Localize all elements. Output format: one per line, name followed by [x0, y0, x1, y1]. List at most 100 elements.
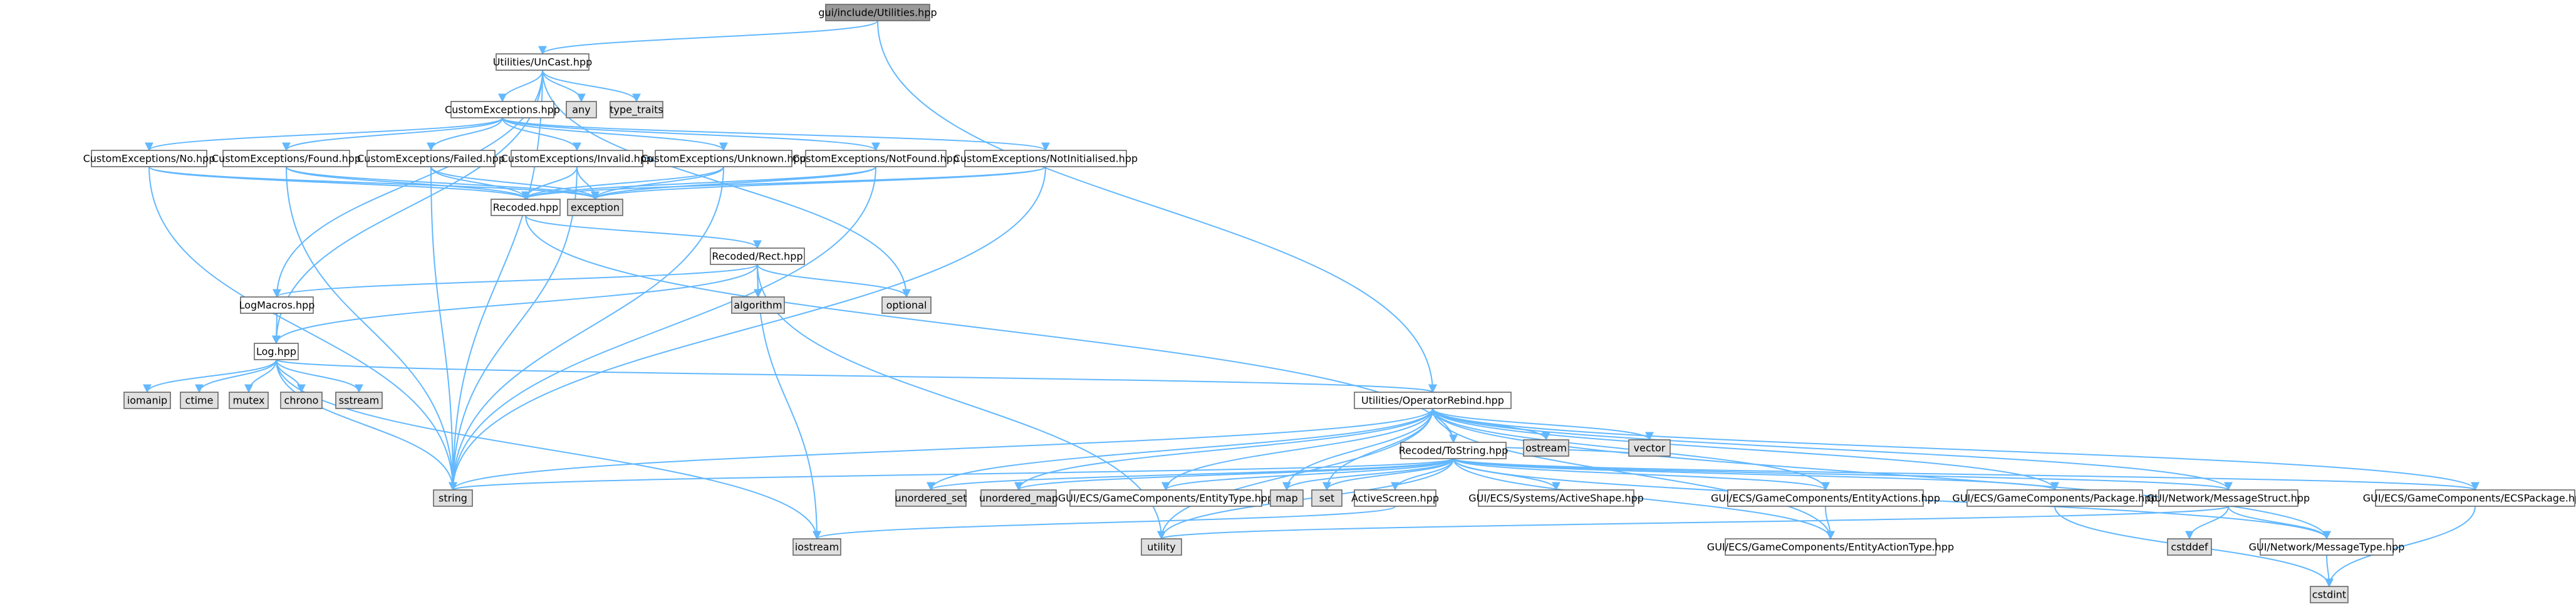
- edge-root-to-uncast: [538, 20, 878, 55]
- edge-ecspackage-to-cstdint: [2325, 506, 2476, 588]
- node-utilities-uncast-hpp[interactable]: Utilities/UnCast.hpp: [493, 53, 593, 71]
- node-box: [1478, 489, 1634, 507]
- edge-rect-to-logmacros: [273, 264, 758, 298]
- node-customexceptions-no-hpp[interactable]: CustomExceptions/No.hpp: [83, 150, 216, 167]
- edge-log-to-iostream: [276, 359, 821, 540]
- node-box: [567, 199, 623, 216]
- node-box: [805, 150, 947, 167]
- edge-log-to-mutex: [244, 359, 277, 393]
- edge-ce_unknown-to-recoded: [521, 166, 724, 200]
- edge-log-to-sstream: [276, 359, 363, 393]
- node-label: Recoded.hpp: [493, 202, 559, 214]
- node-recoded-hpp[interactable]: Recoded.hpp: [491, 199, 561, 216]
- node-box: [491, 199, 561, 216]
- edge-oprebind-to-utility: [1157, 408, 1433, 540]
- node-set: set: [1311, 489, 1343, 507]
- node-box: [1270, 489, 1304, 507]
- node-box: [180, 392, 219, 409]
- edge-msgtype-to-cstdint: [2324, 554, 2334, 588]
- node-gui-ecs-gamecomponents-package-hpp[interactable]: GUI/ECS/GameComponents/Package.hpp: [1952, 489, 2158, 507]
- node-label: algorithm: [734, 299, 782, 311]
- node-label: CustomExceptions.hpp: [445, 104, 560, 116]
- node-box: [895, 489, 967, 507]
- node-gui-network-messagestruct-hpp[interactable]: GUI/Network/MessageStruct.hpp: [2147, 489, 2310, 507]
- node-customexceptions-unknown-hpp[interactable]: CustomExceptions/Unknown.hpp: [641, 150, 806, 167]
- edge-oprebind-to-unordered_map: [1014, 408, 1433, 491]
- edge-customexc-to-ce_failed: [427, 117, 503, 152]
- node-gui-ecs-systems-activeshape-hpp[interactable]: GUI/ECS/Systems/ActiveShape.hpp: [1468, 489, 1644, 507]
- node-log-hpp[interactable]: Log.hpp: [254, 343, 299, 360]
- node-label: CustomExceptions/Invalid.hpp: [501, 153, 653, 165]
- node-label: string: [439, 492, 467, 504]
- edge-tostring-to-unordered_map: [1014, 458, 1454, 491]
- node-gui-ecs-gamecomponents-entityactiontype-hpp[interactable]: GUI/ECS/GameComponents/EntityActionType.…: [1707, 538, 1954, 556]
- node-box: [1523, 439, 1569, 457]
- edge-rect-to-log: [272, 264, 758, 345]
- node-label: GUI/ECS/Systems/ActiveShape.hpp: [1468, 492, 1644, 504]
- node-gui-ecs-gamecomponents-entityactions-hpp[interactable]: GUI/ECS/GameComponents/EntityActions.hpp: [1711, 489, 1940, 507]
- edge-tostring-to-msgstruct: [1453, 458, 2233, 491]
- edge-oprebind-to-msgstruct: [1432, 408, 2233, 491]
- edge-tostring-to-entityactiontype: [1453, 458, 1835, 540]
- edge-customexc-to-ce_notinit: [502, 117, 1050, 152]
- edge-recoded-to-rect: [525, 215, 762, 249]
- node-type-traits: type_traits: [610, 101, 663, 118]
- node-chrono: chrono: [280, 392, 323, 409]
- node-label: any: [572, 104, 590, 116]
- edge-ce_failed-to-string: [430, 166, 457, 491]
- node-activescreen-hpp[interactable]: ActiveScreen.hpp: [1351, 489, 1439, 507]
- edge-customexc-to-ce_notfound: [502, 117, 880, 152]
- node-box: [1628, 439, 1671, 457]
- node-recoded-tostring-hpp[interactable]: Recoded/ToString.hpp: [1399, 442, 1509, 459]
- node-label: ctime: [185, 395, 214, 407]
- node-label: CustomExceptions/Failed.hpp: [357, 153, 505, 165]
- edge-ce_notinit-to-string: [449, 166, 1046, 491]
- node-mutex: mutex: [229, 392, 269, 409]
- node-customexceptions-hpp[interactable]: CustomExceptions.hpp: [445, 101, 560, 118]
- node-logmacros-hpp[interactable]: LogMacros.hpp: [239, 296, 315, 314]
- node-box: [280, 392, 323, 409]
- node-label: unordered_set: [895, 492, 967, 505]
- edge-root-to-oprebind: [877, 20, 1437, 393]
- edge-uncast-to-string: [449, 70, 543, 491]
- node-label: ostream: [1525, 442, 1567, 454]
- edge-ce_no-to-recoded: [148, 166, 530, 200]
- edge-msgstruct-to-msgtype: [2228, 506, 2331, 540]
- node-utilities-operatorrebind-hpp[interactable]: Utilities/OperatorRebind.hpp: [1354, 392, 1512, 409]
- edge-oprebind-to-entitytype: [1161, 408, 1433, 491]
- node-label: CustomExceptions/Found.hpp: [212, 153, 361, 165]
- edge-customexc-to-ce_invalid: [502, 117, 581, 152]
- node-customexceptions-found-hpp[interactable]: CustomExceptions/Found.hpp: [212, 150, 361, 167]
- node-box: [366, 150, 496, 167]
- node-label: iostream: [795, 541, 839, 553]
- node-label: CustomExceptions/NotInitialised.hpp: [953, 153, 1138, 165]
- node-utility: utility: [1141, 538, 1182, 556]
- edge-ce_unknown-to-exception: [591, 166, 724, 200]
- edge-tostring-to-utility: [1157, 458, 1454, 540]
- node-box: [655, 150, 792, 167]
- edge-oprebind-to-string: [449, 408, 1433, 491]
- node-gui-ecs-gamecomponents-entitytype-hpp[interactable]: GUI/ECS/GameComponents/EntityType.hpp: [1058, 489, 1274, 507]
- node-cstdint: cstdint: [2310, 586, 2349, 603]
- node-gui-ecs-gamecomponents-ecspackage-hpp[interactable]: GUI/ECS/GameComponents/ECSPackage.hpp: [2363, 489, 2576, 507]
- node-gui-include-utilities-hpp[interactable]: gui/include/Utilities.hpp: [818, 4, 937, 21]
- node-gui-network-messagetype-hpp[interactable]: GUI/Network/MessageType.hpp: [2249, 538, 2405, 556]
- edge-ce_notfound-to-recoded: [521, 166, 876, 200]
- node-recoded-rect-hpp[interactable]: Recoded/Rect.hpp: [710, 247, 805, 265]
- node-label: exception: [571, 202, 620, 214]
- node-box: [2158, 489, 2298, 507]
- edge-rect-to-optional: [757, 264, 911, 298]
- node-customexceptions-notfound-hpp[interactable]: CustomExceptions/NotFound.hpp: [792, 150, 959, 167]
- node-box: [1727, 489, 1924, 507]
- node-label: GUI/Network/MessageStruct.hpp: [2147, 492, 2310, 504]
- node-box: [980, 489, 1057, 507]
- node-box: [433, 489, 473, 507]
- node-box: [566, 101, 597, 118]
- node-customexceptions-invalid-hpp[interactable]: CustomExceptions/Invalid.hpp: [501, 150, 653, 167]
- node-customexceptions-failed-hpp[interactable]: CustomExceptions/Failed.hpp: [357, 150, 505, 167]
- node-customexceptions-notinitialised-hpp[interactable]: CustomExceptions/NotInitialised.hpp: [953, 150, 1138, 167]
- edge-uncast-to-customexc: [498, 70, 543, 103]
- edge-tostring-to-entityactions: [1453, 458, 1830, 491]
- node-label: unordered_map: [979, 492, 1058, 505]
